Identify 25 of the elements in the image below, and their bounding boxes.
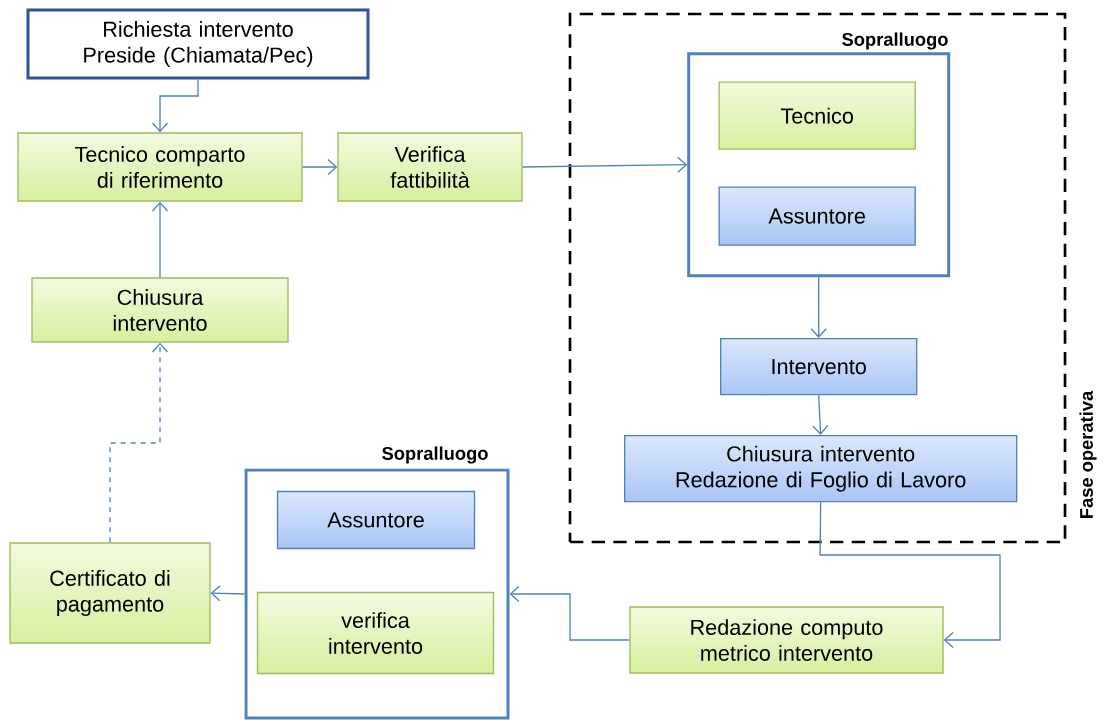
process-box: Tecnico	[718, 81, 916, 150]
process-box: Tecnico comparto di riferimento	[17, 132, 303, 202]
process-box: Assuntore	[718, 186, 916, 246]
arrow	[509, 585, 630, 641]
process-box: Redazione computo metrico intervento	[629, 606, 944, 674]
process-box: Certificato di pagamento	[9, 542, 211, 644]
process-box: Richiesta intervento Preside (Chiamata/Pec)	[26, 8, 370, 80]
group-heading: Sopralluogo	[382, 446, 488, 464]
arrow	[210, 585, 246, 602]
group-heading: Fase operativa	[1079, 390, 1097, 518]
process-box: Verifica fattibilità	[337, 132, 523, 202]
arrow	[812, 394, 829, 435]
arrow	[819, 501, 1001, 649]
process-box: Assuntore	[276, 490, 476, 550]
arrow	[151, 78, 199, 133]
arrow	[302, 158, 338, 176]
process-box: Intervento	[720, 338, 918, 396]
arrow	[109, 342, 169, 543]
group-heading: Sopralluogo	[842, 32, 948, 50]
arrow	[810, 276, 827, 338]
process-box: verifica intervento	[256, 591, 495, 675]
process-box: Chiusura intervento	[31, 277, 289, 343]
arrow	[522, 156, 688, 173]
process-box: Chiusura intervento Redazione di Foglio di Lavoro	[624, 435, 1018, 503]
arrow	[151, 201, 169, 278]
